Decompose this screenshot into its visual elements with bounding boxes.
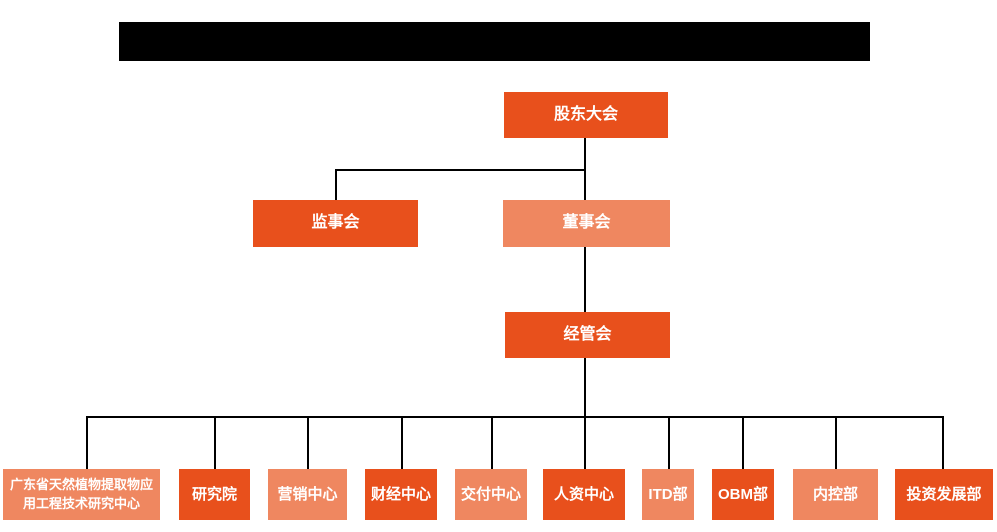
connector-drop-marketing [307,416,309,470]
connector-supervisory-drop [335,169,337,201]
node-dept-itd: ITD部 [642,469,694,520]
node-supervisory-board: 监事会 [253,200,418,247]
connector-board-to-management [584,247,586,313]
connector-drop-internal-control [835,416,837,470]
connector-drop-itd [668,416,670,470]
node-dept-internal-control: 内控部 [793,469,878,520]
connector-level2-horizontal [335,169,586,171]
connector-drop-research-institute [214,416,216,470]
node-dept-marketing-center: 营销中心 [268,469,347,520]
connector-drop-delivery [491,416,493,470]
node-dept-delivery-center: 交付中心 [455,469,527,520]
connector-drop-investment [942,416,944,470]
node-dept-obm: OBM部 [712,469,774,520]
node-management-committee: 经管会 [505,312,670,358]
redacted-title-bar [119,22,870,61]
connector-drop-finance [401,416,403,470]
node-shareholders-meeting: 股东大会 [504,92,668,138]
node-board-of-directors: 董事会 [503,200,670,247]
node-dept-guangdong-plant-extract-research-center: 广东省天然植物提取物应用工程技术研究中心 [3,469,160,520]
node-dept-hr-center: 人资中心 [543,469,625,520]
node-dept-investment-development: 投资发展部 [895,469,993,520]
connector-management-to-trunk [584,358,586,470]
connector-drop-research-center [86,416,88,470]
node-dept-finance-center: 财经中心 [365,469,437,520]
connector-drop-obm [742,416,744,470]
node-dept-research-institute: 研究院 [179,469,250,520]
connector-departments-trunk [86,416,944,418]
